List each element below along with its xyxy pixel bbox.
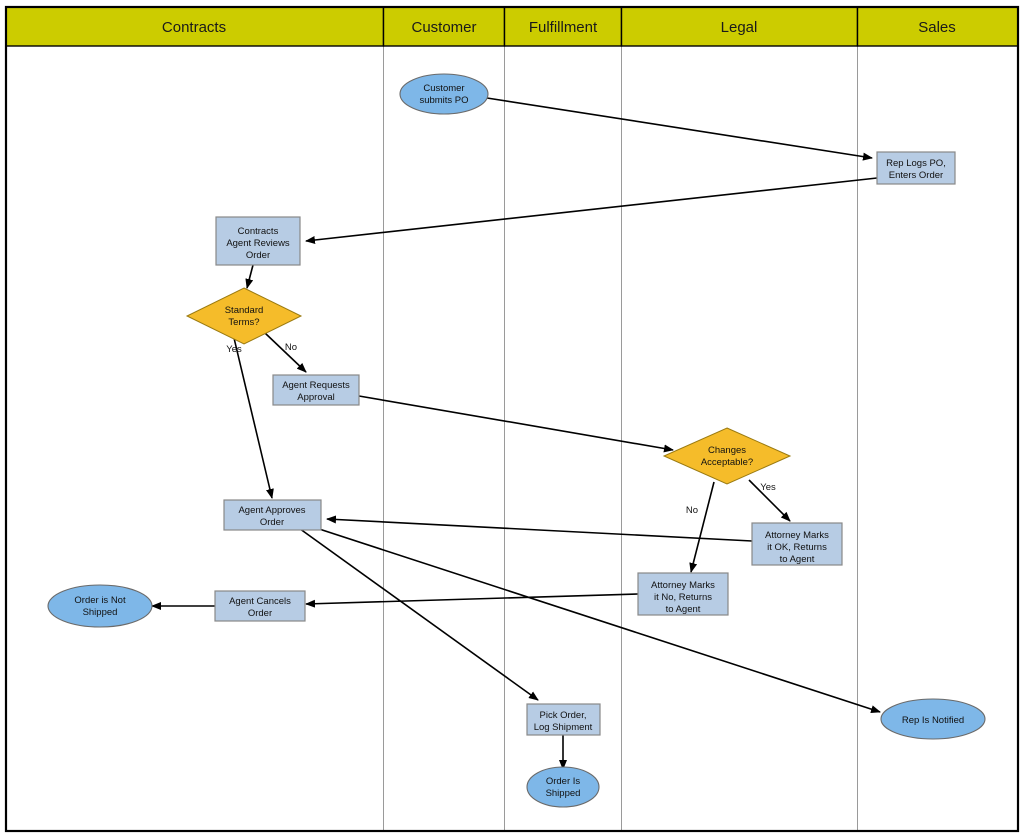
node-label-line-2: it No, Returns: [654, 592, 712, 603]
edge-rep-logs-po-to-contracts-agent-reviews-order: [305, 177, 878, 244]
lane-header-label-legal: Legal: [721, 19, 758, 36]
node-label-line-2: it OK, Returns: [767, 542, 827, 553]
edge-label-standard-terms-no: No: [285, 342, 297, 353]
edge-standard-terms-yes-to-agent-approves-order: [233, 337, 274, 499]
diagram-outer-border: [4, 5, 1020, 833]
node-label-line-1: Order Is: [546, 776, 581, 787]
node-label-line-2: Shipped: [546, 788, 581, 799]
node-label-line-1: Customer: [423, 83, 464, 94]
node-shape-rect[interactable]: [214, 590, 306, 622]
lane-header-legal[interactable]: [620, 6, 859, 47]
node-agent-cancels-order[interactable]: Agent Cancels Order: [214, 590, 306, 622]
node-shape-rect[interactable]: [223, 499, 322, 531]
edge-agent-approves-order-to-rep-is-notified: [309, 525, 881, 714]
node-rep-logs-po[interactable]: Rep Logs PO, Enters Order: [876, 151, 956, 185]
node-label-line-1: Contracts: [238, 226, 279, 237]
node-label-line-2: submits PO: [419, 95, 468, 106]
nodes: Customer submits PO Rep Logs PO, Enters …: [47, 73, 986, 808]
node-shape-ellipse[interactable]: [880, 698, 986, 740]
node-shape-rect[interactable]: [215, 216, 301, 266]
node-shape-rect[interactable]: [272, 374, 360, 406]
node-label-line-2: Log Shipment: [534, 722, 593, 733]
node-label-line-2: Agent Reviews: [226, 238, 290, 249]
node-label-line-2: Order: [260, 517, 284, 528]
node-label-line-1: Attorney Marks: [651, 580, 715, 591]
edge-contracts-agent-reviews-order-to-standard-terms: [245, 264, 254, 289]
node-shape-ellipse[interactable]: [399, 73, 489, 115]
node-standard-terms[interactable]: Standard Terms?: [185, 287, 303, 345]
edges: [151, 97, 881, 770]
edge-changes-acceptable-no-to-attorney-marks-no: [689, 481, 715, 573]
lane-header-label-customer: Customer: [411, 19, 476, 36]
node-label-line-1: Order is Not: [74, 595, 126, 606]
node-contracts-agent-reviews-order[interactable]: Contracts Agent Reviews Order: [215, 216, 301, 266]
lane-header-contracts[interactable]: [5, 6, 385, 47]
node-label-line-1: Rep Is Notified: [902, 715, 964, 726]
node-label-line-2: Acceptable?: [701, 457, 753, 468]
edge-attorney-marks-ok-to-agent-approves-order: [326, 515, 753, 542]
node-shape-ellipse[interactable]: [526, 766, 600, 808]
node-label-line-1: Standard: [225, 305, 264, 316]
edge-standard-terms-no-to-agent-requests-approval: [264, 332, 307, 373]
node-label-line-2: Order: [248, 608, 272, 619]
node-attorney-marks-ok[interactable]: Attorney Marks it OK, Returns to Agent: [751, 522, 843, 566]
node-shape-rect[interactable]: [637, 572, 729, 616]
node-agent-requests-approval[interactable]: Agent Requests Approval: [272, 374, 360, 406]
node-label-line-2: Approval: [297, 392, 335, 403]
lane-header-label-contracts: Contracts: [162, 19, 226, 36]
lane-separators: [383, 46, 858, 831]
node-label-line-2: Terms?: [228, 317, 259, 328]
node-shape-rect[interactable]: [526, 703, 601, 736]
edge-agent-approves-order-to-pick-order-log-shipment: [295, 525, 539, 701]
node-shape-diamond[interactable]: [185, 287, 303, 345]
node-label-line-1: Attorney Marks: [765, 530, 829, 541]
lane-header-row: Contracts Customer Fulfillment Legal Sal…: [5, 6, 1019, 47]
node-rep-is-notified[interactable]: Rep Is Notified: [880, 698, 986, 740]
lane-header-label-fulfillment: Fulfillment: [529, 19, 598, 36]
node-label-line-1: Agent Approves: [238, 505, 305, 516]
lane-header-label-sales: Sales: [918, 19, 956, 36]
node-label-line-1: Rep Logs PO,: [886, 158, 946, 169]
lane-header-customer[interactable]: [382, 6, 506, 47]
edge-label-standard-terms-yes: Yes: [226, 344, 242, 355]
edge-agent-requests-approval-to-changes-acceptable: [358, 395, 674, 453]
edge-labels: Yes No Yes No: [226, 342, 776, 516]
node-label-line-1: Agent Requests: [282, 380, 350, 391]
node-shape-ellipse[interactable]: [47, 584, 153, 628]
node-label-line-2: Shipped: [83, 607, 118, 618]
node-order-is-not-shipped[interactable]: Order is Not Shipped: [47, 584, 153, 628]
edge-label-changes-acceptable-yes: Yes: [760, 482, 776, 493]
node-shape-rect[interactable]: [876, 151, 956, 185]
node-pick-order-log-shipment[interactable]: Pick Order, Log Shipment: [526, 703, 601, 736]
node-label-line-3: to Agent: [780, 554, 815, 565]
edge-customer-submits-po-to-rep-logs-po: [486, 97, 873, 161]
node-label-line-2: Enters Order: [889, 170, 943, 181]
edge-attorney-marks-no-to-agent-cancels-order: [305, 593, 639, 608]
node-shape-diamond[interactable]: [662, 427, 792, 485]
node-label-line-1: Pick Order,: [540, 710, 587, 721]
node-shape-rect[interactable]: [751, 522, 843, 566]
node-customer-submits-po[interactable]: Customer submits PO: [399, 73, 489, 115]
node-label-line-3: to Agent: [666, 604, 701, 615]
node-agent-approves-order[interactable]: Agent Approves Order: [223, 499, 322, 531]
edge-changes-acceptable-yes-to-attorney-marks-ok: [748, 479, 791, 522]
node-attorney-marks-no[interactable]: Attorney Marks it No, Returns to Agent: [637, 572, 729, 616]
node-changes-acceptable[interactable]: Changes Acceptable?: [662, 427, 792, 485]
node-label-line-3: Order: [246, 250, 270, 261]
node-label-line-1: Changes: [708, 445, 746, 456]
node-order-is-shipped[interactable]: Order Is Shipped: [526, 766, 600, 808]
node-label-line-1: Agent Cancels: [229, 596, 291, 607]
edge-label-changes-acceptable-no: No: [686, 505, 698, 516]
